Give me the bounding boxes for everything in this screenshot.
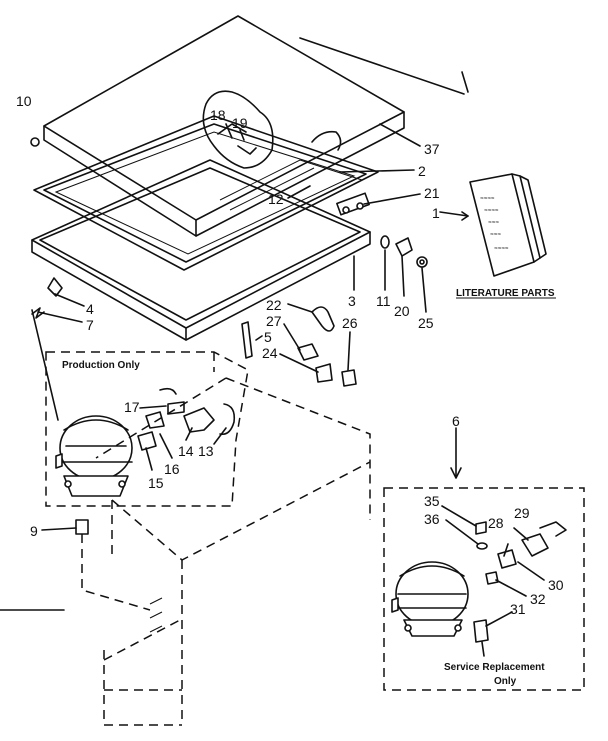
literature-booklet: ≈≈≈≈ ≈≈≈≈ ≈≈≈ ≈≈≈ ≈≈≈≈ xyxy=(439,173,547,277)
literature-parts-caption: LITERATURE PARTS xyxy=(456,288,555,299)
callout-5: 5 xyxy=(264,329,272,345)
callout-31: 31 xyxy=(510,601,526,617)
callout-22: 22 xyxy=(266,297,282,313)
relay-parts xyxy=(137,387,236,451)
callout-36: 36 xyxy=(424,511,440,527)
booklet-scribble-1: ≈≈≈≈ xyxy=(480,195,495,202)
service-replacement-caption: Service Replacement xyxy=(444,662,545,673)
callout-20: 20 xyxy=(394,303,410,319)
callout-4: 4 xyxy=(86,301,94,317)
callout-labels: 1 2 3 4 5 6 7 9 10 11 12 13 14 15 16 17 … xyxy=(16,93,564,617)
liner-frame xyxy=(31,159,371,341)
corner-marks xyxy=(299,37,469,95)
callout-16: 16 xyxy=(164,461,180,477)
callout-7: 7 xyxy=(86,317,94,333)
hinge-parts xyxy=(30,137,428,319)
callout-35: 35 xyxy=(424,493,440,509)
callout-15: 15 xyxy=(148,475,164,491)
cabinet-outline xyxy=(0,377,371,726)
callout-10: 10 xyxy=(16,93,32,109)
callout-2: 2 xyxy=(418,163,426,179)
callout-11: 11 xyxy=(376,293,391,309)
lid xyxy=(43,15,405,237)
callout-6: 6 xyxy=(452,413,460,429)
captions: LITERATURE PARTS Production Only Service… xyxy=(62,288,556,687)
callout-29: 29 xyxy=(514,505,530,521)
callout-19: 19 xyxy=(232,115,248,131)
callout-3: 3 xyxy=(348,293,356,309)
production-only-box xyxy=(45,351,249,507)
callout-18: 18 xyxy=(210,107,226,123)
callout-9: 9 xyxy=(30,523,38,539)
compressor-production xyxy=(31,309,133,497)
compressor-service xyxy=(391,521,567,657)
callout-30: 30 xyxy=(548,577,564,593)
booklet-scribble-5: ≈≈≈≈ xyxy=(494,245,509,252)
callout-28: 28 xyxy=(488,515,504,531)
callout-1: 1 xyxy=(432,205,440,221)
callout-37: 37 xyxy=(424,141,440,157)
callout-25: 25 xyxy=(418,315,434,331)
callout-24: 24 xyxy=(262,345,278,361)
booklet-scribble-3: ≈≈≈ xyxy=(488,219,499,226)
callout-13: 13 xyxy=(198,443,214,459)
door-switch-parts xyxy=(241,306,357,387)
booklet-scribble-4: ≈≈≈ xyxy=(490,231,501,238)
production-only-caption: Production Only xyxy=(62,360,140,371)
callout-12: 12 xyxy=(268,191,284,207)
service-replacement-box xyxy=(383,427,585,691)
service-replacement-caption-only: Only xyxy=(494,676,517,687)
callout-17: 17 xyxy=(124,399,140,415)
booklet-scribble-2: ≈≈≈≈ xyxy=(484,207,499,214)
callout-14: 14 xyxy=(178,443,194,459)
callout-32: 32 xyxy=(530,591,546,607)
leader-lines xyxy=(37,123,545,627)
callout-26: 26 xyxy=(342,315,358,331)
grommet xyxy=(75,519,151,611)
callout-27: 27 xyxy=(266,313,282,329)
gasket xyxy=(33,115,379,271)
callout-21: 21 xyxy=(424,185,440,201)
